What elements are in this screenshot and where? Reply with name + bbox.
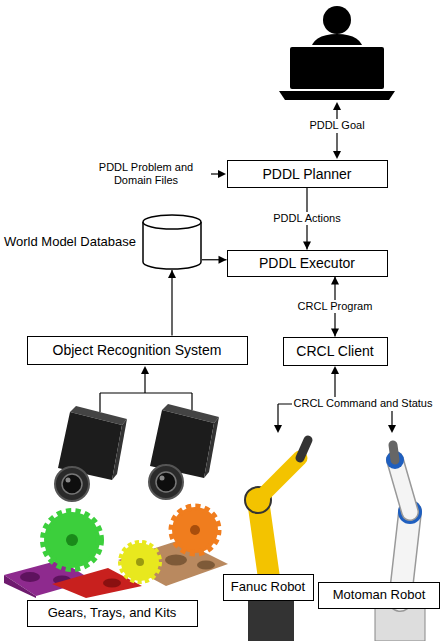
- node-text: CRCL Client: [296, 343, 373, 360]
- node-text: PDDL Planner: [263, 166, 352, 183]
- note-label: PDDL Problem and Domain Files: [78, 161, 214, 187]
- node-text: Gears, Trays, and Kits: [48, 605, 177, 621]
- arrowhead: [168, 270, 176, 278]
- arrowhead: [331, 329, 339, 337]
- database-node: World Model Database: [4, 214, 202, 270]
- process-box: PDDL Executor: [227, 250, 388, 277]
- edge-label: PDDL Actions: [271, 212, 342, 225]
- node-text: PDDL Executor: [259, 255, 355, 272]
- node-text: Fanuc Robot: [231, 579, 305, 595]
- node-text: Motoman Robot: [333, 587, 426, 603]
- process-box: PDDL Planner: [227, 160, 388, 188]
- flow-label: PDDL Goal: [307, 119, 366, 132]
- connector-line: [171, 270, 172, 336]
- node-text: World Model Database: [4, 234, 136, 250]
- process-box: Gears, Trays, and Kits: [27, 600, 198, 627]
- connector: [202, 256, 227, 264]
- process-box: Motoman Robot: [318, 582, 440, 609]
- process-box: CRCL Client: [283, 337, 388, 366]
- connector: [168, 270, 176, 336]
- node-text: Object Recognition System: [53, 342, 222, 359]
- arrowhead: [219, 256, 227, 264]
- camera: [149, 404, 219, 499]
- database-cylinder: [142, 214, 202, 270]
- files-arrow: [211, 170, 226, 178]
- process-box: Fanuc Robot: [223, 574, 314, 601]
- arrowhead: [303, 242, 311, 250]
- motoman-robot: [375, 445, 425, 641]
- arrowhead: [331, 277, 339, 285]
- camera-wires: [100, 366, 192, 412]
- edge-label: CRCL Program: [296, 300, 375, 313]
- fanuc-robot: [245, 440, 308, 641]
- camera: [55, 406, 127, 501]
- flow-label: CRCL Command and Status: [292, 397, 435, 410]
- cylinder-top: [143, 215, 201, 229]
- process-box: Object Recognition System: [27, 336, 248, 365]
- gears-trays-kits: [4, 507, 228, 598]
- user-icon: [279, 6, 395, 100]
